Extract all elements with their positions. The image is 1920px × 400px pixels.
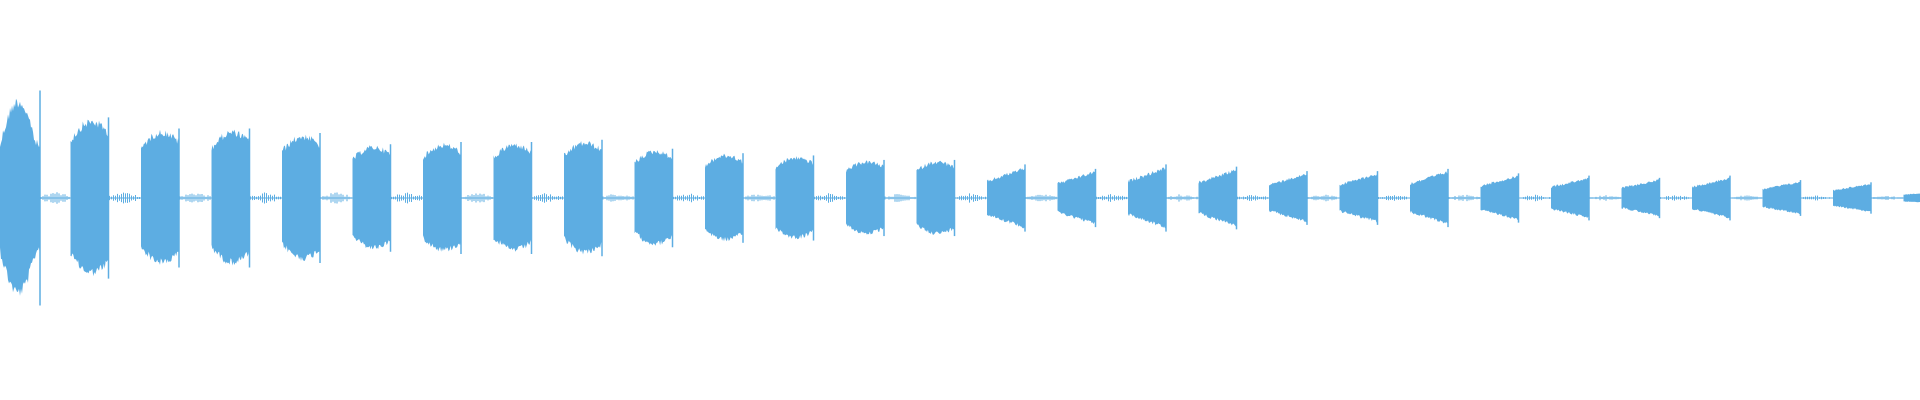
waveform-burst [1903,193,1920,203]
waveform-burst [0,98,40,296]
waveform-burst [423,142,461,252]
waveform-burst [493,143,532,252]
waveform-burst [1551,177,1589,219]
waveform-burst [987,168,1025,229]
waveform-burst [1057,171,1096,225]
waveform-burst [1762,181,1801,215]
waveform-burst [141,129,179,265]
waveform-burst [775,156,814,240]
waveform-burst [564,141,602,255]
waveform-burst [1339,172,1378,223]
waveform-burst [916,160,955,235]
waveform-burst [1621,179,1660,217]
waveform-burst [1198,169,1237,227]
waveform-burst [211,129,250,266]
waveform-burst [846,160,884,235]
waveform-burst [1128,166,1166,229]
waveform-burst [1692,176,1730,219]
waveform-burst [1480,175,1519,220]
waveform-burst [1269,173,1307,223]
waveform-burst [352,145,391,250]
waveform-burst [1410,171,1448,224]
waveform-burst [282,134,320,261]
waveform-burst [705,153,743,242]
waveform-burst [1833,184,1871,212]
waveform-burst [634,150,673,246]
waveform-burst [70,119,109,277]
